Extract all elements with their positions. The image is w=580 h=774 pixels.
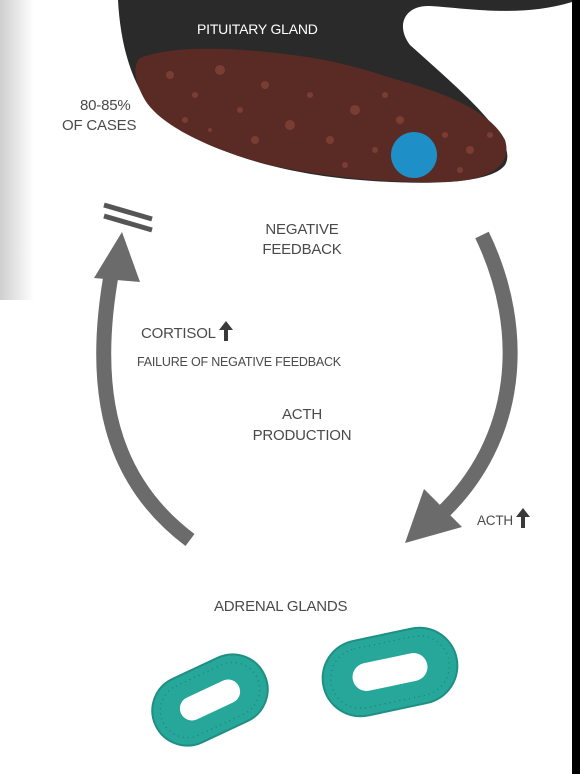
acth-level-row: ACTH	[477, 508, 530, 530]
negative-label-line2: FEEDBACK	[232, 240, 372, 259]
pituitary-tissue	[135, 49, 506, 182]
arrow-up-icon	[516, 508, 530, 528]
negative-label-line1: NEGATIVE	[232, 220, 372, 239]
acth-production-line1: ACTH	[232, 405, 372, 424]
adrenal-right	[316, 621, 465, 724]
adrenal-left	[141, 643, 279, 757]
cortisol-label: CORTISOL	[141, 325, 216, 342]
cortisol-arrowhead	[94, 232, 140, 282]
acth-level-label: ACTH	[477, 513, 513, 528]
not-equal-bars-icon	[104, 205, 152, 230]
pituitary-gland-label: PITUITARY GLAND	[197, 20, 318, 39]
failure-label: FAILURE OF NEGATIVE FEEDBACK	[137, 353, 341, 372]
adrenal-glands-label: ADRENAL GLANDS	[214, 597, 347, 616]
cortisol-row: CORTISOL	[141, 321, 233, 343]
arrow-up-icon	[219, 321, 233, 341]
acth-arrow	[440, 235, 510, 515]
cases-suffix-label: OF CASES	[62, 116, 136, 135]
cortisol-arrow	[104, 270, 190, 540]
acth-production-line2: PRODUCTION	[232, 426, 372, 445]
cases-percent-label: 80-85%	[80, 96, 131, 115]
pituitary-adenoma	[391, 132, 437, 178]
